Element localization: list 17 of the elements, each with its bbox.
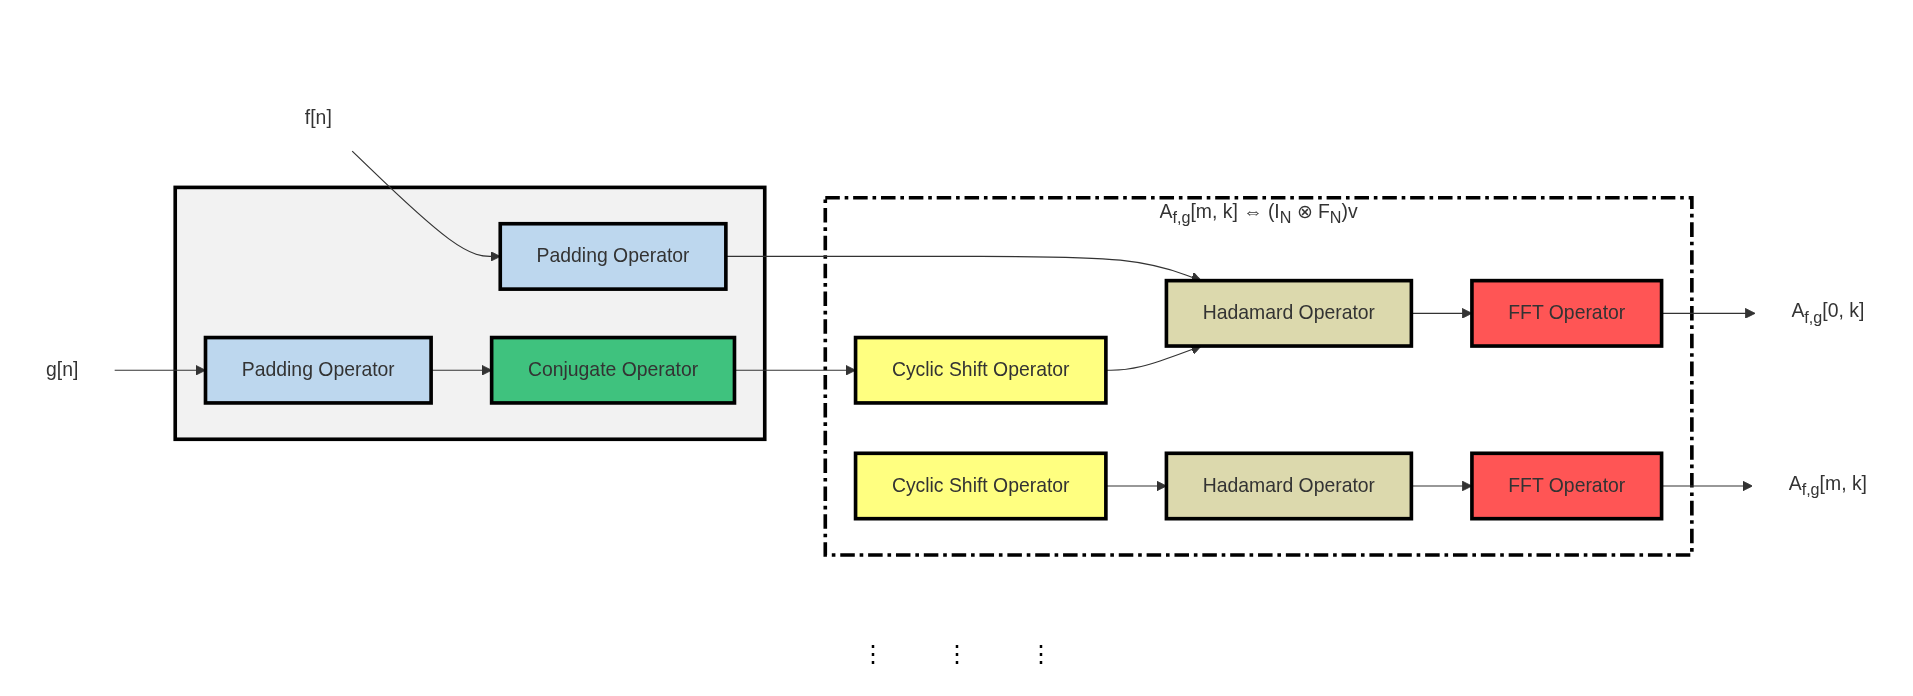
node-box: FFT Operator [1470,451,1664,521]
node-box: Padding Operator [203,335,433,405]
node-box: Hadamard Operator [1164,278,1414,348]
ellipsis-mark: ⋮ [1028,640,1053,669]
node-box: Padding Operator [498,221,728,291]
node-text: A$_{f,g}$[0, k] [1791,300,1865,326]
node-text: g[n] [46,358,79,380]
ellipsis-mark: ⋮ [944,640,969,669]
node-box: Conjugate Operator [489,335,737,405]
node-box: Hadamard Operator [1164,451,1414,521]
node-box: Cyclic Shift Operator [853,335,1108,405]
node-box: FFT Operator [1470,278,1664,348]
node-box: Cyclic Shift Operator [853,451,1108,521]
cluster [173,185,767,441]
ellipsis-mark: ⋮ [860,640,885,669]
node-text: A$_{f,g}$[m, k] [1788,472,1867,499]
node-text: f[n] [304,107,332,128]
